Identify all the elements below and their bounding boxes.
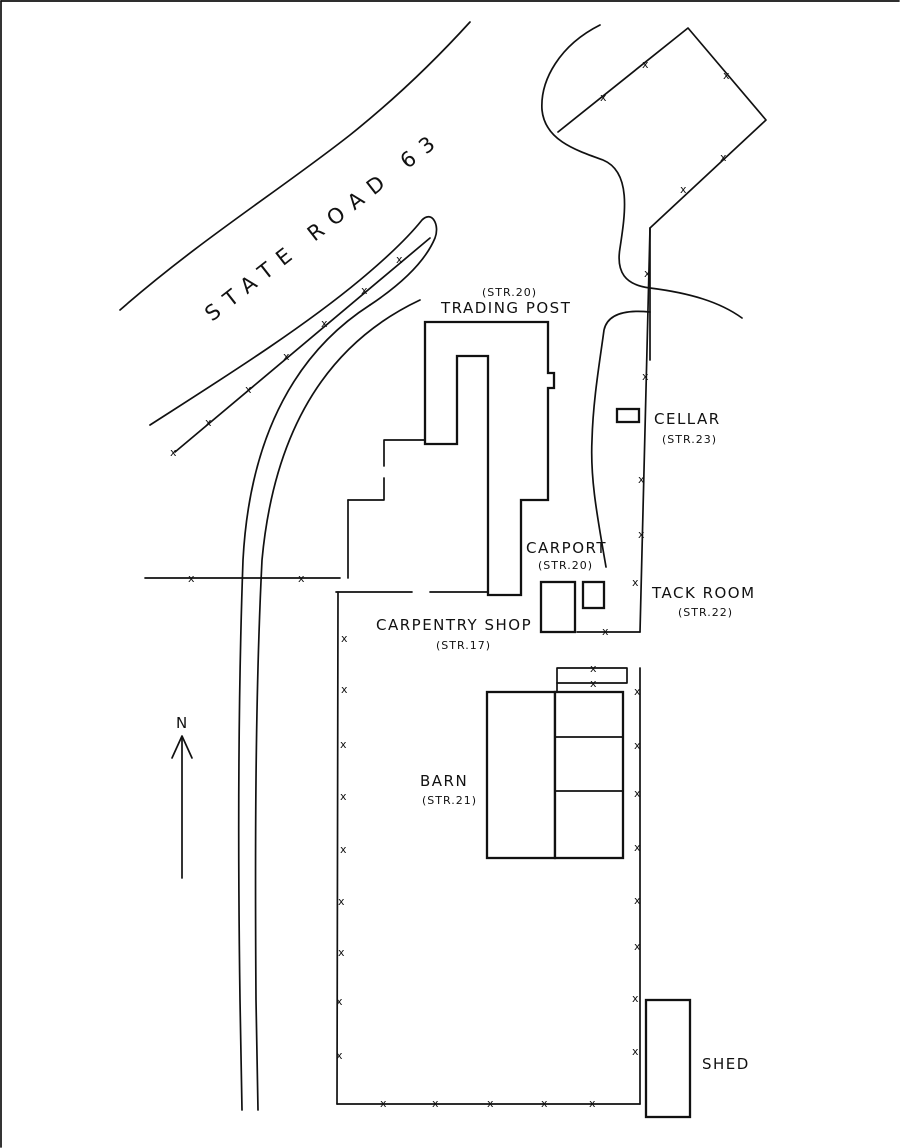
road-fence-markers: x x x x x x x [170,253,403,459]
svg-text:x: x [432,1097,439,1110]
svg-text:x: x [341,683,348,696]
svg-text:x: x [602,625,609,638]
barn-label: BARN [420,772,468,790]
svg-text:x: x [340,738,347,751]
drainage-line-north [541,24,743,319]
svg-text:x: x [680,183,687,196]
svg-text:x: x [283,350,290,363]
svg-text:x: x [634,940,641,953]
svg-text:x: x [589,1097,596,1110]
svg-text:x: x [541,1097,548,1110]
cellar-label: CELLAR [654,410,721,428]
svg-text:x: x [723,69,730,82]
tack-room-label: TACK ROOM [651,584,756,602]
trading-post-building [423,320,556,597]
svg-text:x: x [338,946,345,959]
svg-text:x: x [634,894,641,907]
svg-text:x: x [336,995,343,1008]
access-lane [237,299,421,1111]
svg-text:x: x [720,151,727,164]
svg-text:x: x [590,677,597,690]
drainage-line-south [590,310,651,568]
barn-id: (STR.21) [422,794,477,807]
svg-text:x: x [188,572,195,585]
carport-id: (STR.20) [538,559,593,572]
svg-text:x: x [642,58,649,71]
northeast-fence: x x x x x [557,27,767,361]
svg-text:x: x [380,1097,387,1110]
carport-building [539,580,577,634]
carpentry-shop-label: CARPENTRY SHOP [376,616,532,634]
svg-text:x: x [644,267,651,280]
svg-text:x: x [340,790,347,803]
svg-text:x: x [361,284,368,297]
tack-room-building [581,580,606,610]
svg-text:x: x [321,317,328,330]
svg-text:x: x [170,446,177,459]
svg-text:x: x [632,992,639,1005]
svg-text:x: x [298,572,305,585]
svg-text:x: x [205,416,212,429]
svg-text:x: x [245,383,252,396]
svg-text:x: x [634,739,641,752]
svg-text:x: x [336,1049,343,1062]
svg-text:x: x [600,91,607,104]
svg-text:x: x [340,843,347,856]
svg-text:x: x [634,787,641,800]
svg-text:x: x [396,253,403,266]
svg-text:x: x [487,1097,494,1110]
south-fence: x x x x x x x x x x x x x [336,667,641,1110]
tack-room-id: (STR.22) [678,606,733,619]
trading-post-label: TRADING POST [440,299,571,317]
shed-building [644,998,692,1119]
cellar-id: (STR.23) [662,433,717,446]
svg-text:x: x [638,473,645,486]
north-arrow: N [171,714,193,879]
svg-text:x: x [642,370,649,383]
trading-post-id: (STR.20) [482,286,537,299]
north-arrow-label: N [176,714,189,732]
carpentry-shop-id: (STR.17) [436,639,491,652]
east-fence: x x x x x x [576,227,651,638]
svg-text:x: x [634,685,641,698]
shed-label: SHED [702,1055,750,1073]
carport-label: CARPORT [526,539,607,557]
svg-text:x: x [632,1045,639,1058]
barn-building: x x [485,662,628,860]
state-road-63: STATE ROAD 63 [119,21,471,426]
svg-text:x: x [338,895,345,908]
svg-text:x: x [634,841,641,854]
svg-text:x: x [638,528,645,541]
west-fence: x x x x x x x x x x x [144,439,489,1105]
svg-text:x: x [590,662,597,675]
svg-text:x: x [632,576,639,589]
cellar-building [615,407,641,424]
svg-text:x: x [341,632,348,645]
road-fence: x x x x x x x [170,237,431,459]
